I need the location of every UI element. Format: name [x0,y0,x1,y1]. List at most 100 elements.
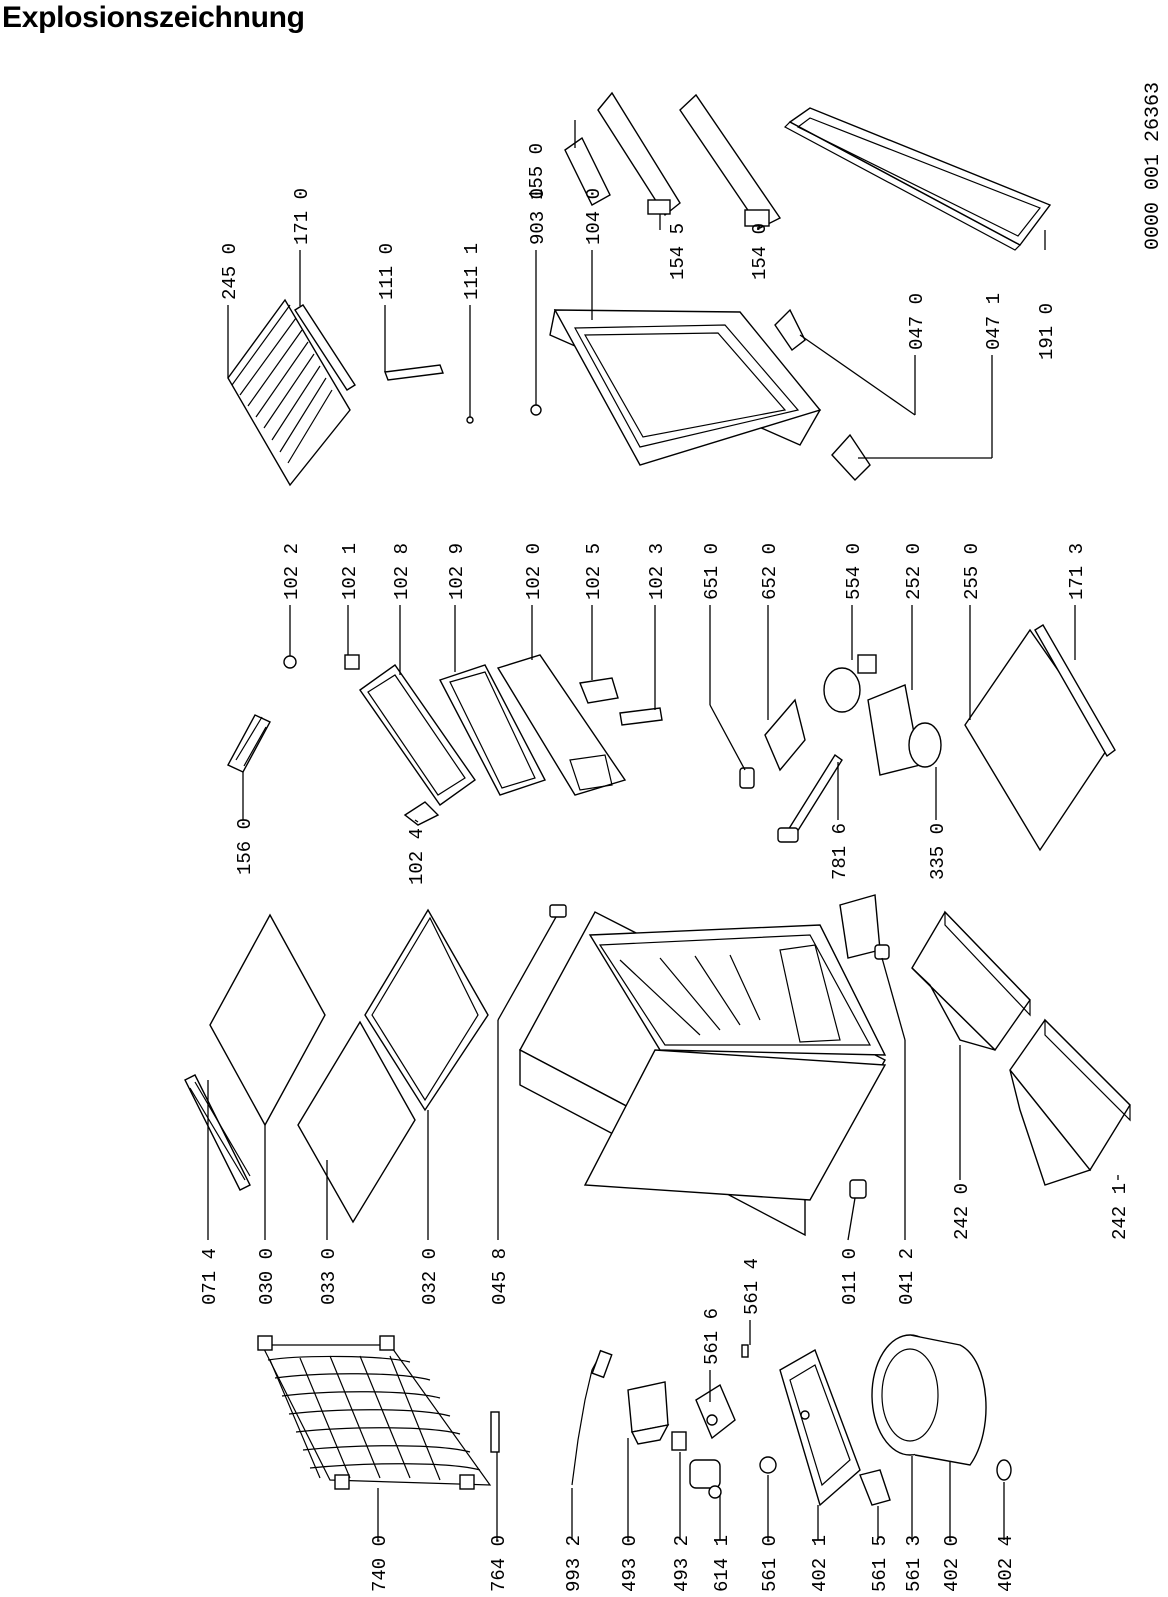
egg-holder-drawing [564,136,611,206]
label-651-0: 651 0 [701,543,723,600]
label-191-0: 191 0 [1036,303,1058,360]
label-154-5: 154 5 [667,223,689,280]
grommet-drawing [996,1459,1012,1481]
label-561-4: 561 4 [741,1258,763,1315]
label-242-0: 242 0 [951,1183,973,1240]
hinge-drawing [839,894,890,960]
door-label-drawing [403,801,440,826]
label-764-0: 764 0 [488,1535,510,1592]
switch-assembly-drawing [764,698,806,772]
label-652-0: 652 0 [759,543,781,600]
shelf-frame-drawing [364,908,489,1112]
label-993-2: 993 2 [563,1535,585,1592]
label-171-3: 171 3 [1066,543,1088,600]
grille-drawing [184,1074,251,1191]
label-102-1: 102 1 [339,543,361,600]
door-hinge-pin-drawing [774,308,806,352]
cabinet-drawing [519,911,887,1237]
lamp-holder-drawing [739,767,755,789]
label-011-0: 011 0 [839,1248,861,1305]
drawing-number: 0000 001 26363 [1142,82,1165,250]
label-102-3: 102 3 [646,543,668,600]
knob-drawing [759,1456,777,1474]
label-561-6: 561 6 [701,1308,723,1365]
label-102-8: 102 8 [391,543,413,600]
label-033-0: 033 0 [318,1248,340,1305]
label-047-1: 047 1 [983,293,1005,350]
label-493-0: 493 0 [619,1535,641,1592]
door-drawing [549,309,822,466]
lamp-rod-drawing [777,753,843,843]
door-screw-drawing [530,404,542,416]
rack-strip-drawing [294,304,356,391]
label-156-0: 156 0 [234,818,256,875]
label-102-0: 102 0 [523,543,545,600]
label-030-0: 030 0 [256,1248,278,1305]
cable-drawing [571,1349,613,1486]
label-102-5: 102 5 [583,543,605,600]
large-drawer-drawing [1009,1018,1131,1186]
label-402-1: 402 1 [809,1535,831,1592]
label-561-5: 561 5 [869,1535,891,1592]
bracket-drawing [859,1469,891,1506]
label-614-1: 614 1 [711,1535,733,1592]
door-gasket-drawing [784,107,1052,251]
rack-bracket-drawing [384,364,444,381]
door-shelf-small-drawing [597,91,681,217]
relay-drawing [689,1459,722,1499]
label-554-0: 554 0 [843,543,865,600]
label-903-0: 903 0 [527,188,549,245]
label-102-2: 102 2 [281,543,303,600]
flap-drawing [438,664,547,796]
door-shelf-large-drawing [679,93,782,229]
screw-drawing [741,1344,749,1358]
label-402-0: 402 0 [941,1535,963,1592]
pin-drawing [466,416,474,424]
base-plate-drawing [779,1348,861,1507]
label-255-0: 255 0 [961,543,983,600]
label-402-4: 402 4 [995,1535,1017,1592]
flap-frame-drawing [359,664,476,806]
top-panel-drawing [209,913,326,1127]
knob-dial-drawing [908,722,942,768]
leader-lines [207,120,1119,1540]
foot-drawing [849,1179,867,1199]
condenser-drawing [257,1335,492,1490]
label-111-1: 111 1 [461,243,483,300]
cover-strip-drawing [1034,624,1116,758]
label-154-0: 154 0 [749,223,771,280]
label-104-0: 104 0 [583,188,605,245]
label-032-0: 032 0 [419,1248,441,1305]
compressor-drawing [871,1334,987,1466]
label-245-0: 245 0 [219,243,241,300]
label-740-0: 740 0 [369,1535,391,1592]
cover-plate-drawing [964,628,1111,852]
crisper-drawer-drawing [911,910,1031,1052]
label-155-0: 155 0 [526,143,548,200]
hinge-plate-drawing [619,707,663,726]
label-252-0: 252 0 [903,543,925,600]
label-561-0: 561 0 [759,1535,781,1592]
label-111-0: 111 0 [376,243,398,300]
latch-drawing [344,654,360,670]
filter-drier-drawing [490,1411,500,1453]
label-071-4: 071 4 [199,1248,221,1305]
freezer-compartment-drawing [496,654,627,796]
button-drawing [283,655,297,669]
label-335-0: 335 0 [927,823,949,880]
label-561-3: 561 3 [903,1535,925,1592]
label-493-2: 493 2 [671,1535,693,1592]
label-242-1: 242 1 [1109,1183,1131,1240]
wire-rack-drawing [227,298,351,487]
part-labels: 740 0 764 0 993 2 493 0 493 2 614 1 561 … [199,82,1165,1592]
label-045-8: 045 8 [489,1248,511,1305]
top-screw-drawing [549,904,567,918]
thermostat-drawing [695,1383,736,1440]
label-781-6: 781 6 [829,823,851,880]
thermostat-ring-drawing [823,654,877,713]
lamp-housing-drawing [867,684,921,776]
label-171-0: 171 0 [291,188,313,245]
relay-cover-drawing [627,1381,670,1445]
label-102-9: 102 9 [446,543,468,600]
